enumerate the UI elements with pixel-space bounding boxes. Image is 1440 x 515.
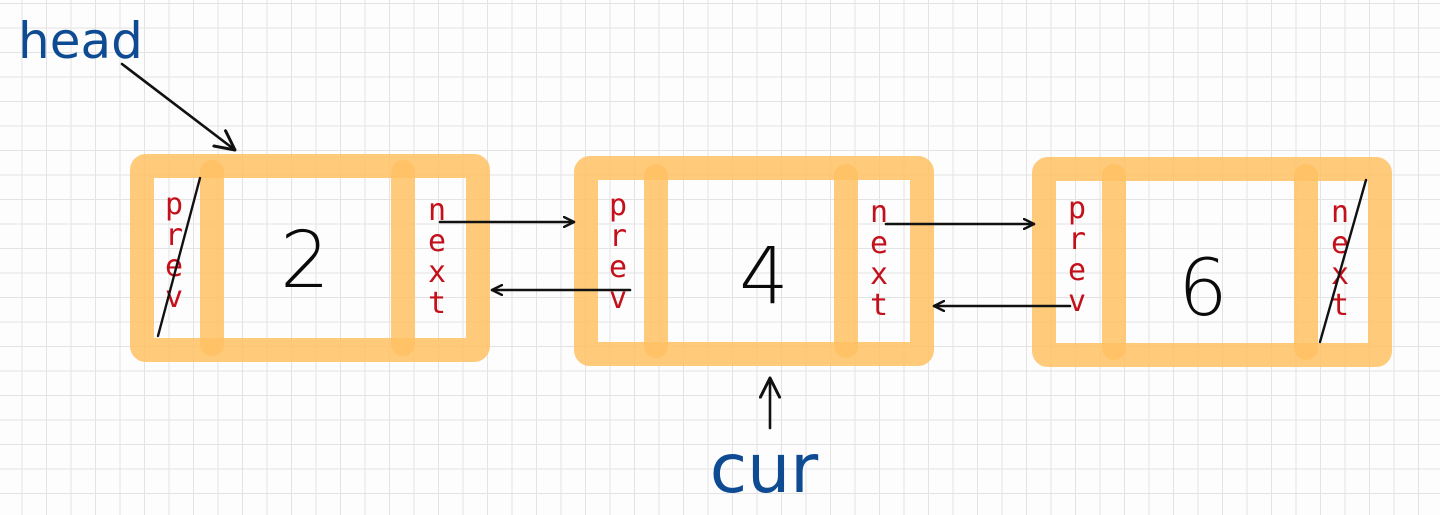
node-2-box: [574, 156, 934, 366]
node-3-next-null-strike: [1318, 178, 1368, 344]
cur-label: cur: [710, 430, 818, 509]
node-1-value: 2: [280, 216, 330, 306]
head-pointer-arrow: [120, 62, 235, 150]
node-1-prev-null-strike: [156, 176, 202, 338]
node-1-box: [130, 154, 490, 362]
head-label: head: [18, 12, 143, 70]
node-2-value: 4: [739, 232, 789, 322]
node-3-box: [1032, 157, 1392, 367]
node-3-value: 6: [1178, 244, 1228, 334]
